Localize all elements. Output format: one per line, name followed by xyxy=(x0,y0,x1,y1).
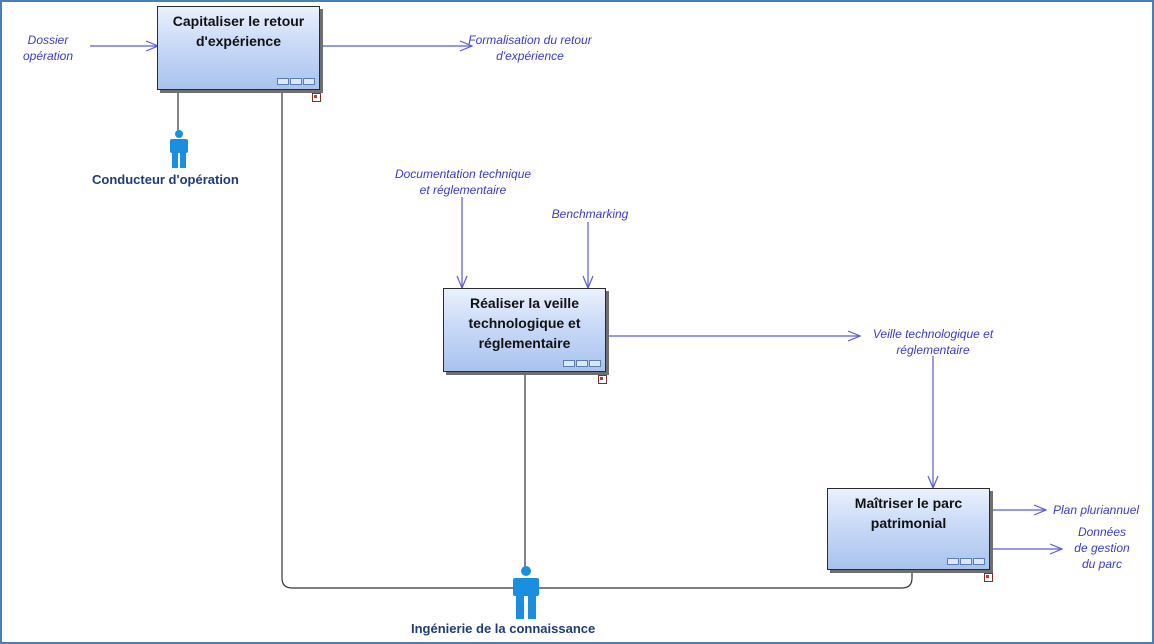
process-title-line: d'expérience xyxy=(195,33,282,49)
process-parc[interactable]: Maîtriser le parc patrimonial xyxy=(827,488,990,570)
process-title-line: Capitaliser le retour xyxy=(172,13,305,29)
process-title-line: réglementaire xyxy=(478,335,571,351)
role-label-ingenierie: Ingénierie de la connaissance xyxy=(411,621,596,636)
process-title-line: Réaliser la veille xyxy=(470,295,579,311)
process-capitaliser[interactable]: Capitaliser le retour d'expérience xyxy=(157,6,320,90)
process-controls xyxy=(947,558,985,565)
process-link-icon[interactable] xyxy=(984,573,993,582)
process-veille-title: Réaliser la veille technologique et régl… xyxy=(444,293,605,353)
process-title-line: technologique et xyxy=(468,315,581,331)
process-link-icon[interactable] xyxy=(598,375,607,384)
role-link-ingenierie xyxy=(281,90,913,589)
flow-label-plan: Plan pluriannuel xyxy=(1052,503,1140,517)
person-icon[interactable] xyxy=(168,130,190,170)
flow-label-benchmarking: Benchmarking xyxy=(551,207,629,221)
process-controls xyxy=(563,360,601,367)
process-title-line: Maîtriser le parc xyxy=(854,495,963,511)
role-label-conducteur: Conducteur d'opération xyxy=(92,172,239,187)
process-parc-title: Maîtriser le parc patrimonial xyxy=(828,493,989,533)
process-controls xyxy=(277,78,315,85)
process-capitaliser-title: Capitaliser le retour d'expérience xyxy=(158,11,319,51)
process-title-line: patrimonial xyxy=(870,515,947,531)
process-veille[interactable]: Réaliser la veille technologique et régl… xyxy=(443,288,606,372)
person-icon[interactable] xyxy=(511,566,541,620)
process-link-icon[interactable] xyxy=(312,93,321,102)
